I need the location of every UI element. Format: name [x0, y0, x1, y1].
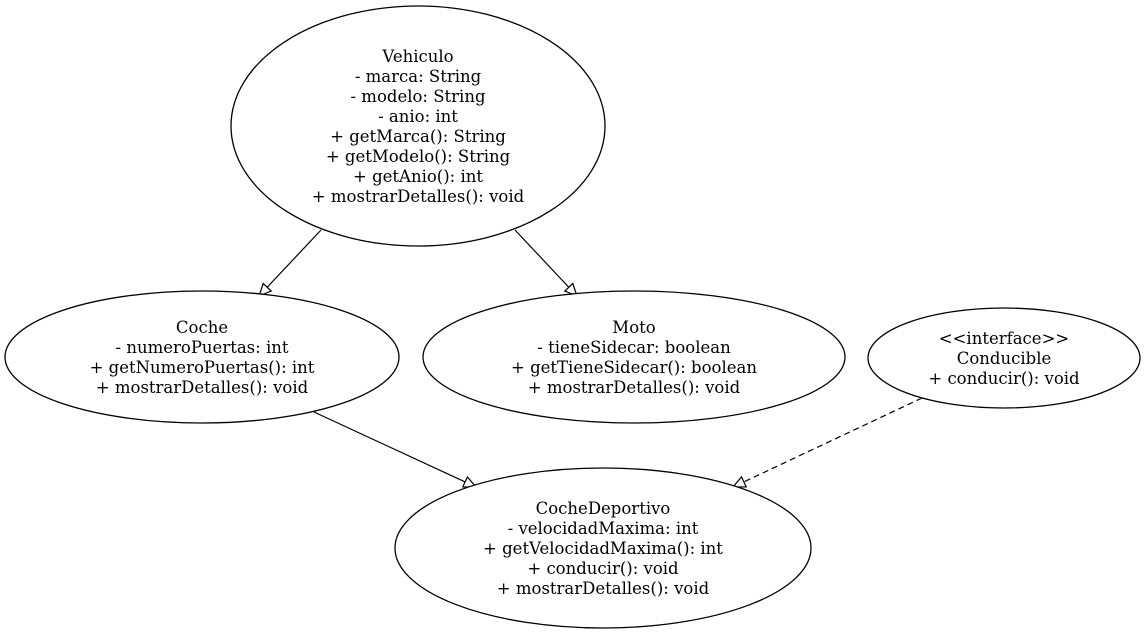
- class-member-moto: + mostrarDetalles(): void: [528, 378, 741, 397]
- class-name-moto: Moto: [612, 318, 655, 337]
- class-node-moto: Moto- tieneSidecar: boolean+ getTieneSid…: [422, 290, 846, 424]
- class-ellipse-coche: [4, 290, 400, 424]
- hollow-arrowhead-icon: [258, 282, 273, 298]
- class-member-moto: + getTieneSidecar(): boolean: [511, 358, 757, 377]
- class-member-vehiculo: + mostrarDetalles(): void: [312, 187, 525, 206]
- realization-line: [743, 397, 923, 483]
- class-name-conducible: <<interface>>: [939, 329, 1069, 348]
- class-ellipse-vehiculo: [230, 5, 606, 247]
- edges-layer: [258, 229, 923, 488]
- class-member-vehiculo: - modelo: String: [350, 87, 485, 106]
- class-member-cochedeportivo: - velocidadMaxima: int: [508, 519, 699, 538]
- inheritance-line: [313, 411, 466, 483]
- class-node-coche: Coche- numeroPuertas: int+ getNumeroPuer…: [4, 290, 400, 424]
- class-name-coche: Coche: [176, 318, 228, 337]
- class-ellipse-conducible: [867, 307, 1141, 409]
- class-ellipse-moto: [422, 290, 846, 424]
- class-member-conducible: + conducir(): void: [928, 369, 1080, 388]
- class-member-vehiculo: - anio: int: [378, 107, 458, 126]
- class-member-coche: + getNumeroPuertas(): int: [90, 358, 315, 377]
- edge-vehiculo-to-coche: [258, 229, 322, 298]
- class-member-conducible: Conducible: [957, 349, 1052, 368]
- class-name-cochedeportivo: CocheDeportivo: [536, 499, 671, 518]
- class-node-cochedeportivo: CocheDeportivo- velocidadMaxima: int+ ge…: [394, 467, 812, 629]
- edge-coche-to-cochedeportivo: [313, 411, 478, 488]
- edge-vehiculo-to-moto: [514, 229, 578, 298]
- class-member-coche: - numeroPuertas: int: [116, 338, 289, 357]
- edge-conducible-to-cochedeportivo: [731, 397, 923, 488]
- class-member-vehiculo: + getAnio(): int: [353, 167, 483, 186]
- class-name-vehiculo: Vehiculo: [381, 47, 453, 66]
- class-ellipse-cochedeportivo: [394, 467, 812, 629]
- class-member-cochedeportivo: + mostrarDetalles(): void: [497, 579, 710, 598]
- class-member-moto: - tieneSidecar: boolean: [537, 338, 731, 357]
- class-node-vehiculo: Vehiculo- marca: String- modelo: String-…: [230, 5, 606, 247]
- class-member-cochedeportivo: + conducir(): void: [527, 559, 679, 578]
- class-member-cochedeportivo: + getVelocidadMaxima(): int: [483, 539, 723, 558]
- class-node-conducible: <<interface>>Conducible+ conducir(): voi…: [867, 307, 1141, 409]
- nodes-layer: Vehiculo- marca: String- modelo: String-…: [4, 5, 1141, 629]
- class-member-vehiculo: - marca: String: [355, 67, 482, 86]
- class-member-vehiculo: + getModelo(): String: [326, 147, 511, 166]
- inheritance-line: [266, 229, 322, 288]
- class-member-coche: + mostrarDetalles(): void: [96, 378, 309, 397]
- class-member-vehiculo: + getMarca(): String: [330, 127, 506, 146]
- hollow-arrowhead-icon: [731, 475, 748, 488]
- inheritance-line: [514, 229, 570, 288]
